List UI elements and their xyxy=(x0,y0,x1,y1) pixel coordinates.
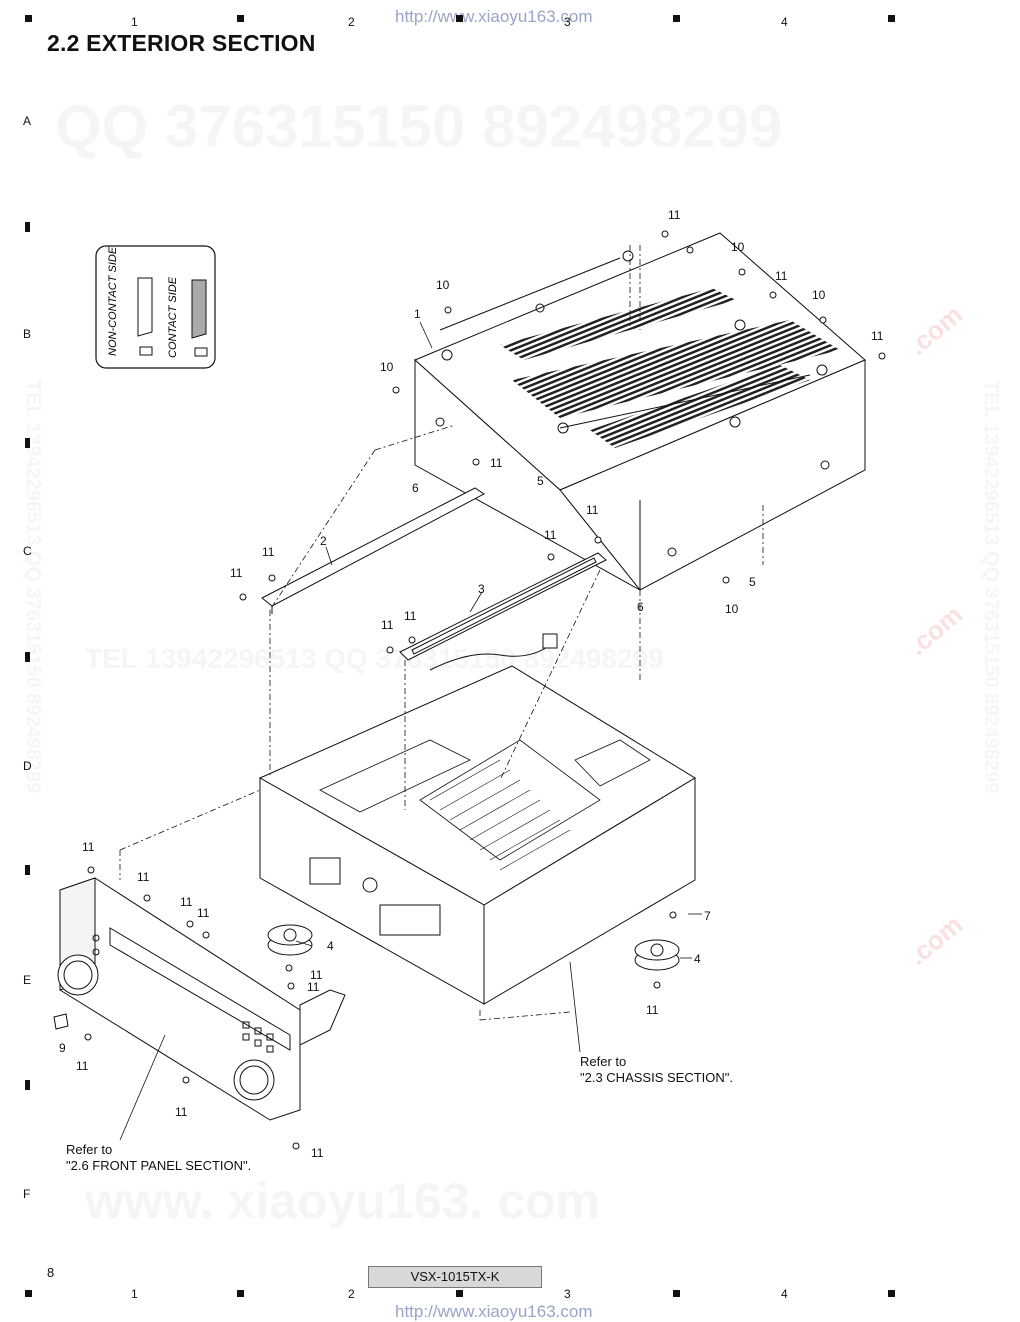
screws xyxy=(84,230,886,1150)
power-cord xyxy=(429,644,551,671)
callout-11: 11 xyxy=(307,980,320,994)
bracket-2 xyxy=(261,487,485,614)
power-plug xyxy=(542,633,558,649)
callout-6: 6 xyxy=(412,481,419,495)
callout-11: 11 xyxy=(871,329,884,343)
grid-col-2: 2 xyxy=(348,15,355,29)
grid-mark xyxy=(25,652,30,662)
callout-1: 1 xyxy=(414,307,421,321)
callout-5: 5 xyxy=(537,474,544,488)
callout-6: 6 xyxy=(637,600,644,614)
callout-4: 4 xyxy=(694,952,701,966)
grid-mark xyxy=(237,15,244,22)
callout-11: 11 xyxy=(490,456,503,470)
footer-url[interactable]: http://www.xiaoyu163.com xyxy=(395,1302,593,1321)
callout-11: 11 xyxy=(180,895,193,909)
legend-box: NON-CONTACT SIDE CONTACT SIDE xyxy=(95,245,216,369)
grid-mark xyxy=(456,15,463,22)
callout-11: 11 xyxy=(76,1059,89,1073)
guide-lines xyxy=(119,245,764,1021)
top-cover xyxy=(414,232,866,591)
grid-mark xyxy=(25,438,30,448)
callout-10: 10 xyxy=(380,360,394,374)
callout-11: 11 xyxy=(175,1105,188,1119)
callout-11: 11 xyxy=(230,566,243,580)
foot-right xyxy=(634,939,680,971)
callout-11: 11 xyxy=(82,840,95,854)
grid-col-4-bottom: 4 xyxy=(781,1287,788,1301)
flat-cable xyxy=(299,989,346,1046)
callout-11: 11 xyxy=(404,609,417,623)
grid-col-1: 1 xyxy=(131,15,138,29)
page-title: 2.2 EXTERIOR SECTION xyxy=(47,30,316,56)
callout-11: 11 xyxy=(646,1003,659,1017)
callout-11: 11 xyxy=(668,208,681,222)
grid-row-f: F xyxy=(23,1187,31,1201)
callout-5: 5 xyxy=(749,575,756,589)
contact-pad-small xyxy=(194,347,208,357)
callout-10: 10 xyxy=(436,278,450,292)
header-url[interactable]: http://www.xiaoyu163.com xyxy=(395,7,593,26)
grid-mark xyxy=(25,865,30,875)
grid-mark xyxy=(237,1290,244,1297)
grid-mark xyxy=(25,1080,30,1090)
callout-11: 11 xyxy=(137,870,150,884)
chassis-reference-line-2: "2.3 CHASSIS SECTION". xyxy=(580,1070,733,1085)
grid-row-c: C xyxy=(23,544,32,558)
callout-11: 11 xyxy=(197,906,210,920)
non-contact-pad xyxy=(137,277,153,337)
grid-mark xyxy=(673,15,680,22)
grid-mark xyxy=(888,1290,895,1297)
cushion-9 xyxy=(53,1013,69,1030)
grid-col-3-bottom: 3 xyxy=(564,1287,571,1301)
bracket-3 xyxy=(399,552,607,661)
callout-11: 11 xyxy=(544,528,557,542)
chassis xyxy=(258,665,696,1005)
leader-lines xyxy=(119,321,702,1141)
callout-11: 11 xyxy=(310,968,323,982)
grid-col-2-bottom: 2 xyxy=(348,1287,355,1301)
callout-10: 10 xyxy=(812,288,826,302)
grid-mark xyxy=(456,1290,463,1297)
grid-col-1-bottom: 1 xyxy=(131,1287,138,1301)
callout-10: 10 xyxy=(731,240,745,254)
page-number: 8 xyxy=(47,1265,55,1280)
chassis-reference-line-1: Refer to xyxy=(580,1054,627,1069)
grid-row-a: A xyxy=(23,114,32,128)
callout-7: 7 xyxy=(704,909,711,923)
legend-non-contact-label: NON-CONTACT SIDE xyxy=(107,246,119,356)
grid-mark xyxy=(25,1290,32,1297)
contact-pad xyxy=(191,279,207,339)
callout-9: 9 xyxy=(59,1041,66,1055)
front-panel-reference-note: Refer to "2.6 FRONT PANEL SECTION". xyxy=(66,1142,251,1174)
callout-11: 11 xyxy=(775,269,788,283)
grid-mark xyxy=(25,222,30,232)
model-number-box: VSX-1015TX-K xyxy=(368,1266,542,1288)
foot-left xyxy=(267,924,313,956)
callout-11: 11 xyxy=(381,618,394,632)
grid-mark xyxy=(25,15,32,22)
front-panel-reference-line-2: "2.6 FRONT PANEL SECTION". xyxy=(66,1158,252,1173)
grid-col-4: 4 xyxy=(781,15,788,29)
non-contact-pad-small xyxy=(139,346,153,356)
front-panel-reference-line-1: Refer to xyxy=(66,1142,113,1157)
grid-row-b: B xyxy=(23,327,32,341)
grid-col-3: 3 xyxy=(564,15,571,29)
callout-2: 2 xyxy=(320,534,327,548)
callout-labels: 1 2 3 4 4 5 5 6 6 7 9 10 10 10 10 10 11 … xyxy=(59,208,884,1160)
callout-10: 10 xyxy=(725,602,739,616)
grid-mark xyxy=(673,1290,680,1297)
legend-contact-label: CONTACT SIDE xyxy=(167,276,179,358)
front-panel xyxy=(57,877,301,1121)
grid-row-e: E xyxy=(23,973,32,987)
grid-row-d: D xyxy=(23,759,32,773)
callout-3: 3 xyxy=(478,582,485,596)
callout-11: 11 xyxy=(262,545,275,559)
callout-11: 11 xyxy=(311,1146,324,1160)
callout-4: 4 xyxy=(327,939,334,953)
chassis-reference-note: Refer to "2.3 CHASSIS SECTION". xyxy=(580,1054,733,1086)
grid-mark xyxy=(888,15,895,22)
callout-11: 11 xyxy=(586,503,599,517)
